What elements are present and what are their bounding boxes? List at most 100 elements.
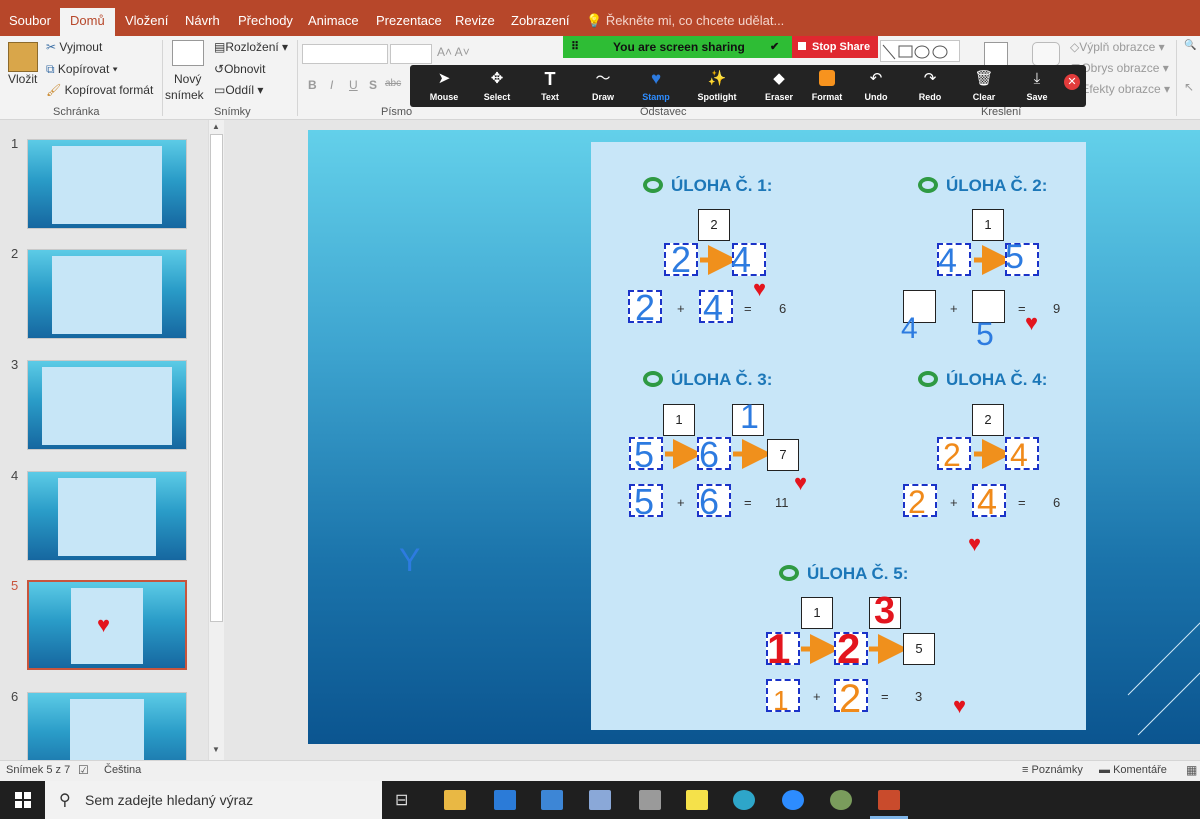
task-4-input-b[interactable] <box>1005 437 1039 470</box>
tab-slideshow[interactable]: Prezentace <box>376 13 442 28</box>
calculator-icon[interactable] <box>639 790 661 810</box>
file-explorer-icon[interactable] <box>444 790 466 810</box>
new-slide-icon[interactable] <box>172 40 204 66</box>
strikethrough-button[interactable]: abc <box>385 78 402 89</box>
shapes-gallery[interactable] <box>880 40 960 62</box>
slide-thumbnail-4[interactable] <box>27 471 187 561</box>
save-tool[interactable]: ⤓Save <box>1009 65 1065 107</box>
notes-button[interactable]: ≡ Poznámky <box>1022 764 1083 776</box>
tab-transitions[interactable]: Přechody <box>238 13 293 28</box>
find-icon[interactable]: 🔍 <box>1184 40 1197 51</box>
store-icon[interactable] <box>494 790 516 810</box>
clear-tool[interactable]: 🗑Clear <box>956 65 1012 107</box>
task-3-input-a[interactable] <box>629 437 663 470</box>
grip-icon[interactable]: ⠿ <box>571 41 580 53</box>
normal-view-icon[interactable]: ▦ <box>1186 763 1198 777</box>
spellcheck-icon[interactable]: ☑ <box>78 763 89 777</box>
stamp-tool[interactable]: ♥Stamp <box>628 65 684 107</box>
new-slide-label-2[interactable]: snímek <box>165 88 204 102</box>
underline-button[interactable]: U <box>349 78 358 92</box>
app-icon[interactable] <box>589 790 611 810</box>
bold-button[interactable]: B <box>308 78 317 92</box>
task-5-input-d[interactable] <box>834 679 868 712</box>
task-5-input-a[interactable] <box>766 632 800 665</box>
taskbar-search-box[interactable]: ⚲ Sem zadejte hledaný výraz <box>45 781 382 819</box>
paste-icon[interactable] <box>8 42 38 72</box>
font-size-input[interactable] <box>390 44 432 64</box>
tab-file[interactable]: Soubor <box>9 13 51 28</box>
task-5-input-b[interactable] <box>834 632 868 665</box>
scroll-up-icon[interactable]: ▲ <box>212 122 220 131</box>
task-3-input-d[interactable] <box>697 484 731 517</box>
windows-start-icon[interactable] <box>15 792 31 808</box>
cut-button[interactable]: ✂ Vyjmout <box>46 40 102 54</box>
reset-button[interactable]: ↺Obnovit <box>214 62 265 76</box>
tab-view[interactable]: Zobrazení <box>511 13 570 28</box>
thumbnail-scrollbar[interactable]: ▲ ▼ <box>208 120 224 760</box>
task-4-input-c[interactable] <box>903 484 937 517</box>
stop-share-button[interactable]: Stop Share <box>792 36 878 58</box>
comments-button[interactable]: ▬ Komentáře <box>1099 764 1167 776</box>
grow-font-icon[interactable]: A˄ A˅ <box>437 45 470 59</box>
task-2-input-a[interactable] <box>937 243 971 276</box>
layout-button[interactable]: ▤Rozložení ▾ <box>214 40 289 54</box>
language-indicator[interactable]: Čeština <box>104 764 142 776</box>
task-4-input-a[interactable] <box>937 437 971 470</box>
task-3-input-b[interactable] <box>697 437 731 470</box>
paint-icon[interactable] <box>830 790 852 810</box>
scroll-down-icon[interactable]: ▼ <box>212 745 220 754</box>
task-1-input-b[interactable] <box>732 243 766 276</box>
close-icon[interactable]: ✕ <box>1064 74 1080 90</box>
format-tool[interactable]: Format <box>799 65 855 107</box>
spotlight-label: Spotlight <box>697 92 737 102</box>
slide-thumbnail-2[interactable] <box>27 249 187 339</box>
paste-button[interactable]: Vložit <box>8 72 38 86</box>
task-1-input-d[interactable] <box>699 290 733 323</box>
font-name-input[interactable] <box>302 44 388 64</box>
draw-tool[interactable]: 〜Draw <box>575 65 631 107</box>
undo-tool[interactable]: ↶Undo <box>848 65 904 107</box>
task-3-top-box-2 <box>732 404 764 436</box>
tab-review[interactable]: Revize <box>455 13 495 28</box>
task-4-input-d[interactable] <box>972 484 1006 517</box>
select-tool[interactable]: ✥Select <box>469 65 525 107</box>
slide-thumbnail-3[interactable] <box>27 360 187 450</box>
scroll-thumb[interactable] <box>210 134 223 622</box>
task-5-input-c[interactable] <box>766 679 800 712</box>
slide-thumbnail-1[interactable] <box>27 139 187 229</box>
task-2-input-b[interactable] <box>1005 243 1039 276</box>
tab-design[interactable]: Návrh <box>185 13 220 28</box>
spotlight-tool[interactable]: ✨Spotlight <box>689 65 745 107</box>
powerpoint-icon[interactable] <box>878 790 900 810</box>
arrange-icon[interactable] <box>984 42 1008 66</box>
redo-tool[interactable]: ↷Redo <box>902 65 958 107</box>
shadow-button[interactable]: S <box>369 78 378 92</box>
task-3-input-c[interactable] <box>629 484 663 517</box>
tab-home[interactable]: Domů <box>60 8 115 36</box>
section-button[interactable]: ▭Oddíl ▾ <box>214 83 264 97</box>
task-view-icon[interactable]: ⊟ <box>395 792 409 809</box>
handwritten-answer: 3 <box>874 590 896 632</box>
mail-icon[interactable] <box>541 790 563 810</box>
tell-me-search[interactable]: 💡 Řekněte mi, co chcete udělat... <box>586 13 784 29</box>
shape-fill-button[interactable]: ◇Výplň obrazce ▾ <box>1070 40 1165 54</box>
task-2-input-d[interactable] <box>972 290 1005 323</box>
eraser-tool[interactable]: ◆Eraser <box>751 65 807 107</box>
select-cursor-icon[interactable]: ↖ <box>1184 80 1195 94</box>
italic-button[interactable]: I <box>330 78 334 92</box>
mouse-tool[interactable]: ➤Mouse <box>416 65 472 107</box>
tab-insert[interactable]: Vložení <box>125 13 169 28</box>
tab-animations[interactable]: Animace <box>308 13 359 28</box>
edge-beta-icon[interactable] <box>733 790 755 810</box>
task-1-input-c[interactable] <box>628 290 662 323</box>
zoom-icon[interactable] <box>782 790 804 810</box>
task-1-input-a[interactable] <box>664 243 698 276</box>
format-painter-button[interactable]: 🖌 Kopírovat formát <box>46 83 153 97</box>
slide-thumbnail-5[interactable]: ♥ <box>27 580 187 670</box>
sticky-notes-icon[interactable] <box>686 790 708 810</box>
new-slide-label-1[interactable]: Nový <box>174 72 202 86</box>
copy-button[interactable]: ⧉ Kopírovat ▾ <box>46 62 118 76</box>
task-2-input-c[interactable] <box>903 290 936 323</box>
quick-styles-icon[interactable] <box>1032 42 1060 66</box>
